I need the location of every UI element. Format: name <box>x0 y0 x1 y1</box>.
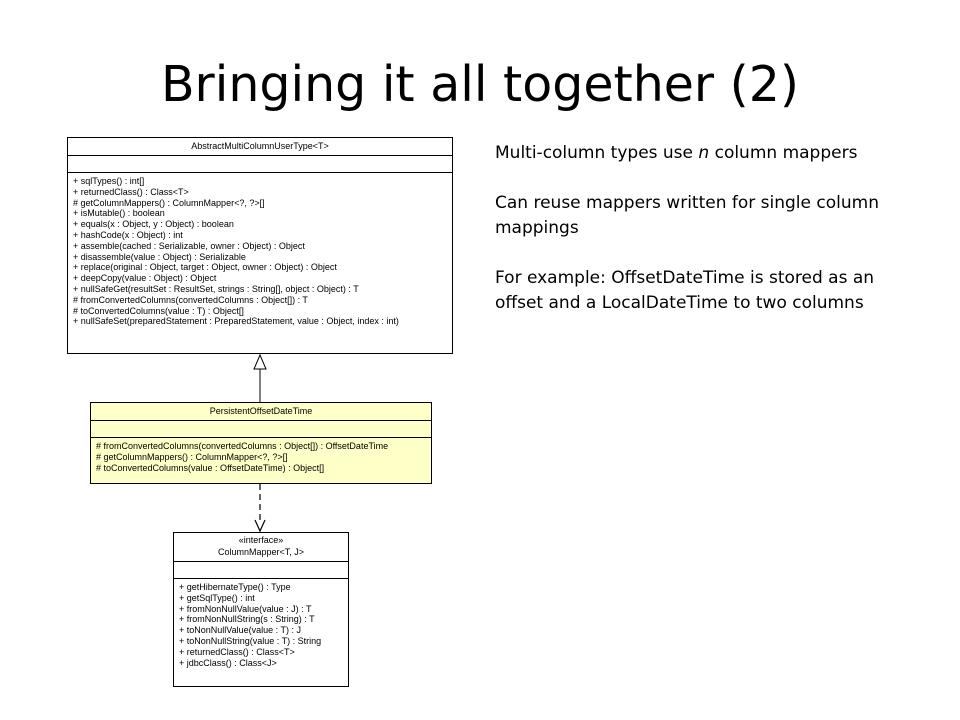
operation: + hashCode(x : Object) : int <box>73 229 183 240</box>
abstract-class-operations: + sqlTypes() : int[]+ returnedClass() : … <box>68 173 452 329</box>
inheritance-connector <box>253 353 267 402</box>
abstract-class-attributes <box>68 156 452 173</box>
note-multi-column: Multi-column types use n column mappers <box>495 141 895 166</box>
operation: + getSqlType() : int <box>179 592 255 603</box>
interface-operations: + getHibernateType() : Type+ getSqlType(… <box>174 579 348 670</box>
operation: + nullSafeGet(resultSet : ResultSet, str… <box>73 283 359 294</box>
note-example: For example: OffsetDateTime is stored as… <box>495 268 875 313</box>
operation: # toConvertedColumns(value : T) : Object… <box>73 305 244 316</box>
operation: # getColumnMappers() : ColumnMapper<?, ?… <box>73 197 265 208</box>
operation: + isMutable() : boolean <box>73 208 165 219</box>
interface-stereotype: «interface» <box>238 535 284 545</box>
operation: + assemble(cached : Serializable, owner … <box>73 240 305 251</box>
operation: + sqlTypes() : int[] <box>73 176 145 186</box>
operation: + replace(original : Object, target : Ob… <box>73 262 337 273</box>
persistent-class-name: PersistentOffsetDateTime <box>91 403 431 421</box>
dependency-connector <box>254 484 266 533</box>
operation: + toNonNullValue(value : T) : J <box>179 625 301 636</box>
operation: + returnedClass() : Class<T> <box>179 646 295 657</box>
interface-header: «interface» ColumnMapper<T, J> <box>174 533 348 562</box>
operation: + fromNonNullValue(value : J) : T <box>179 603 312 614</box>
interface-attributes <box>174 562 348 579</box>
operation: + equals(x : Object, y : Object) : boole… <box>73 219 234 230</box>
operation: + nullSafeSet(preparedStatement : Prepar… <box>73 316 399 327</box>
operation: + disassemble(value : Object) : Serializ… <box>73 251 246 262</box>
operation: + getHibernateType() : Type <box>179 582 291 592</box>
operation: + jdbcClass() : Class<J> <box>179 657 277 668</box>
persistent-class-attributes <box>91 421 431 438</box>
slide-title: Bringing it all together (2) <box>160 56 800 113</box>
operation: # getColumnMappers() : ColumnMapper<?, ?… <box>96 451 288 462</box>
abstract-class-name: AbstractMultiColumnUserType<T> <box>68 138 452 156</box>
operation: + deepCopy(value : Object) : Object <box>73 273 217 284</box>
interface-name: ColumnMapper<T, J> <box>217 547 305 557</box>
operation: # fromConvertedColumns(convertedColumns … <box>73 294 308 305</box>
abstract-class-box: AbstractMultiColumnUserType<T> + sqlType… <box>67 137 453 354</box>
operation: # fromConvertedColumns(convertedColumns … <box>96 441 389 451</box>
persistent-class-operations: # fromConvertedColumns(convertedColumns … <box>91 438 431 475</box>
slide-notes: Multi-column types use n column mappers … <box>495 141 895 341</box>
persistent-class-box: PersistentOffsetDateTime # fromConverted… <box>90 402 432 484</box>
interface-box: «interface» ColumnMapper<T, J> + getHibe… <box>173 532 349 687</box>
note-text: Multi-column types use <box>495 143 699 163</box>
operation: # toConvertedColumns(value : OffsetDateT… <box>96 462 325 473</box>
note-text: column mappers <box>709 143 858 163</box>
operation: + returnedClass() : Class<T> <box>73 186 189 197</box>
operation: + fromNonNullString(s : String) : T <box>179 614 315 625</box>
note-italic-n: n <box>698 143 710 163</box>
operation: + toNonNullString(value : T) : String <box>179 635 322 646</box>
note-reuse-mappers: Can reuse mappers written for single col… <box>495 193 879 238</box>
